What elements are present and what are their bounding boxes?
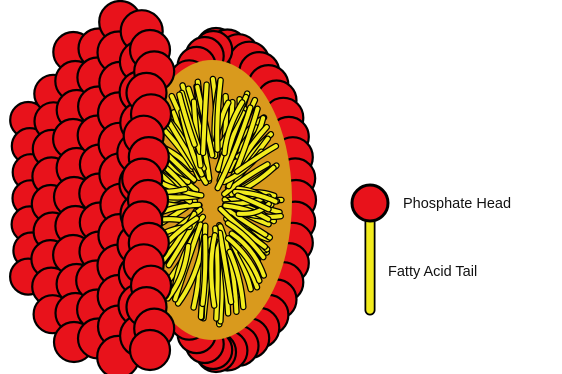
micelle: [10, 1, 316, 374]
front-phosphate-heads: [10, 1, 174, 374]
legend-tail-label: Fatty Acid Tail: [388, 264, 477, 280]
phosphate-head: [130, 330, 170, 370]
legend: Phosphate Head Fatty Acid Tail: [352, 185, 511, 310]
legend-head-label: Phosphate Head: [403, 196, 511, 212]
legend-lipid-icon: [352, 185, 388, 310]
